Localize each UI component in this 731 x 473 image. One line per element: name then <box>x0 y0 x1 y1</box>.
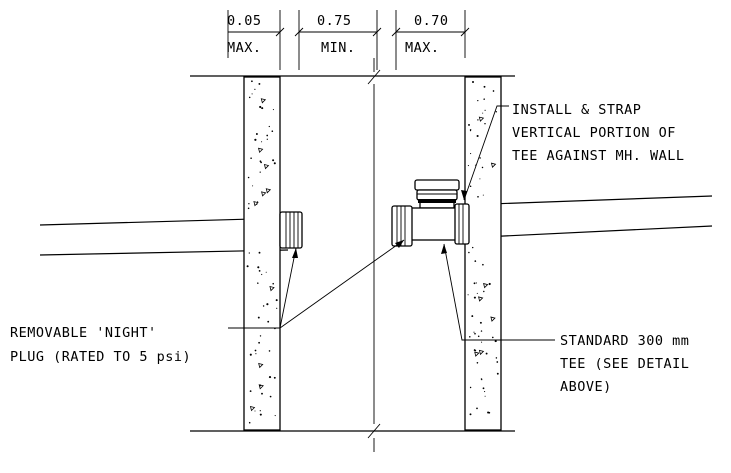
dim-tick <box>275 27 285 37</box>
leader-lines <box>228 105 555 341</box>
install-note-line-2: VERTICAL PORTION OF <box>512 125 676 141</box>
center-break-line <box>367 58 381 452</box>
plug-leader-2 <box>279 239 405 329</box>
dim-3-value: 0.70 <box>414 13 449 29</box>
dim-tick <box>372 27 382 37</box>
left-manhole-wall <box>243 76 281 431</box>
dim-tick <box>460 27 470 37</box>
dim-1-qualifier: MAX. <box>227 40 262 56</box>
plug-note-line-2: PLUG (RATED TO 5 psi) <box>10 349 191 365</box>
right-manhole-wall <box>464 76 502 431</box>
install-note-line-1: INSTALL & STRAP <box>512 102 641 118</box>
plug-note: REMOVABLE 'NIGHT' PLUG (RATED TO 5 psi) <box>10 325 191 365</box>
dim-3-qualifier: MAX. <box>405 40 440 56</box>
plug-note-line-1: REMOVABLE 'NIGHT' <box>10 325 157 341</box>
dim-2-value: 0.75 <box>317 13 352 29</box>
pipe-right-top-edge <box>461 195 713 206</box>
install-note: INSTALL & STRAP VERTICAL PORTION OF TEE … <box>512 102 685 164</box>
dim-tick <box>391 27 401 37</box>
install-note-leader <box>463 105 509 201</box>
pipe-right-bottom-edge <box>461 225 713 239</box>
aggregate-hatch <box>467 81 499 416</box>
tee-note-leader <box>443 243 555 341</box>
tee-note-line-1: STANDARD 300 mm <box>560 333 689 349</box>
standard-tee-fitting <box>391 179 470 247</box>
tee-note: STANDARD 300 mm TEE (SEE DETAIL ABOVE) <box>560 333 689 395</box>
night-plug <box>279 211 303 249</box>
dim-tick <box>294 27 304 37</box>
install-note-line-3: TEE AGAINST MH. WALL <box>512 148 685 164</box>
dim-2-qualifier: MIN. <box>321 40 356 56</box>
dimension-chain: 0.05 MAX. 0.75 MIN. 0.70 MAX. <box>227 10 470 70</box>
tee-note-line-3: ABOVE) <box>560 379 612 395</box>
tee-note-line-2: TEE (SEE DETAIL <box>560 356 689 372</box>
dim-1-value: 0.05 <box>227 13 262 29</box>
aggregate-hatch <box>246 80 278 424</box>
